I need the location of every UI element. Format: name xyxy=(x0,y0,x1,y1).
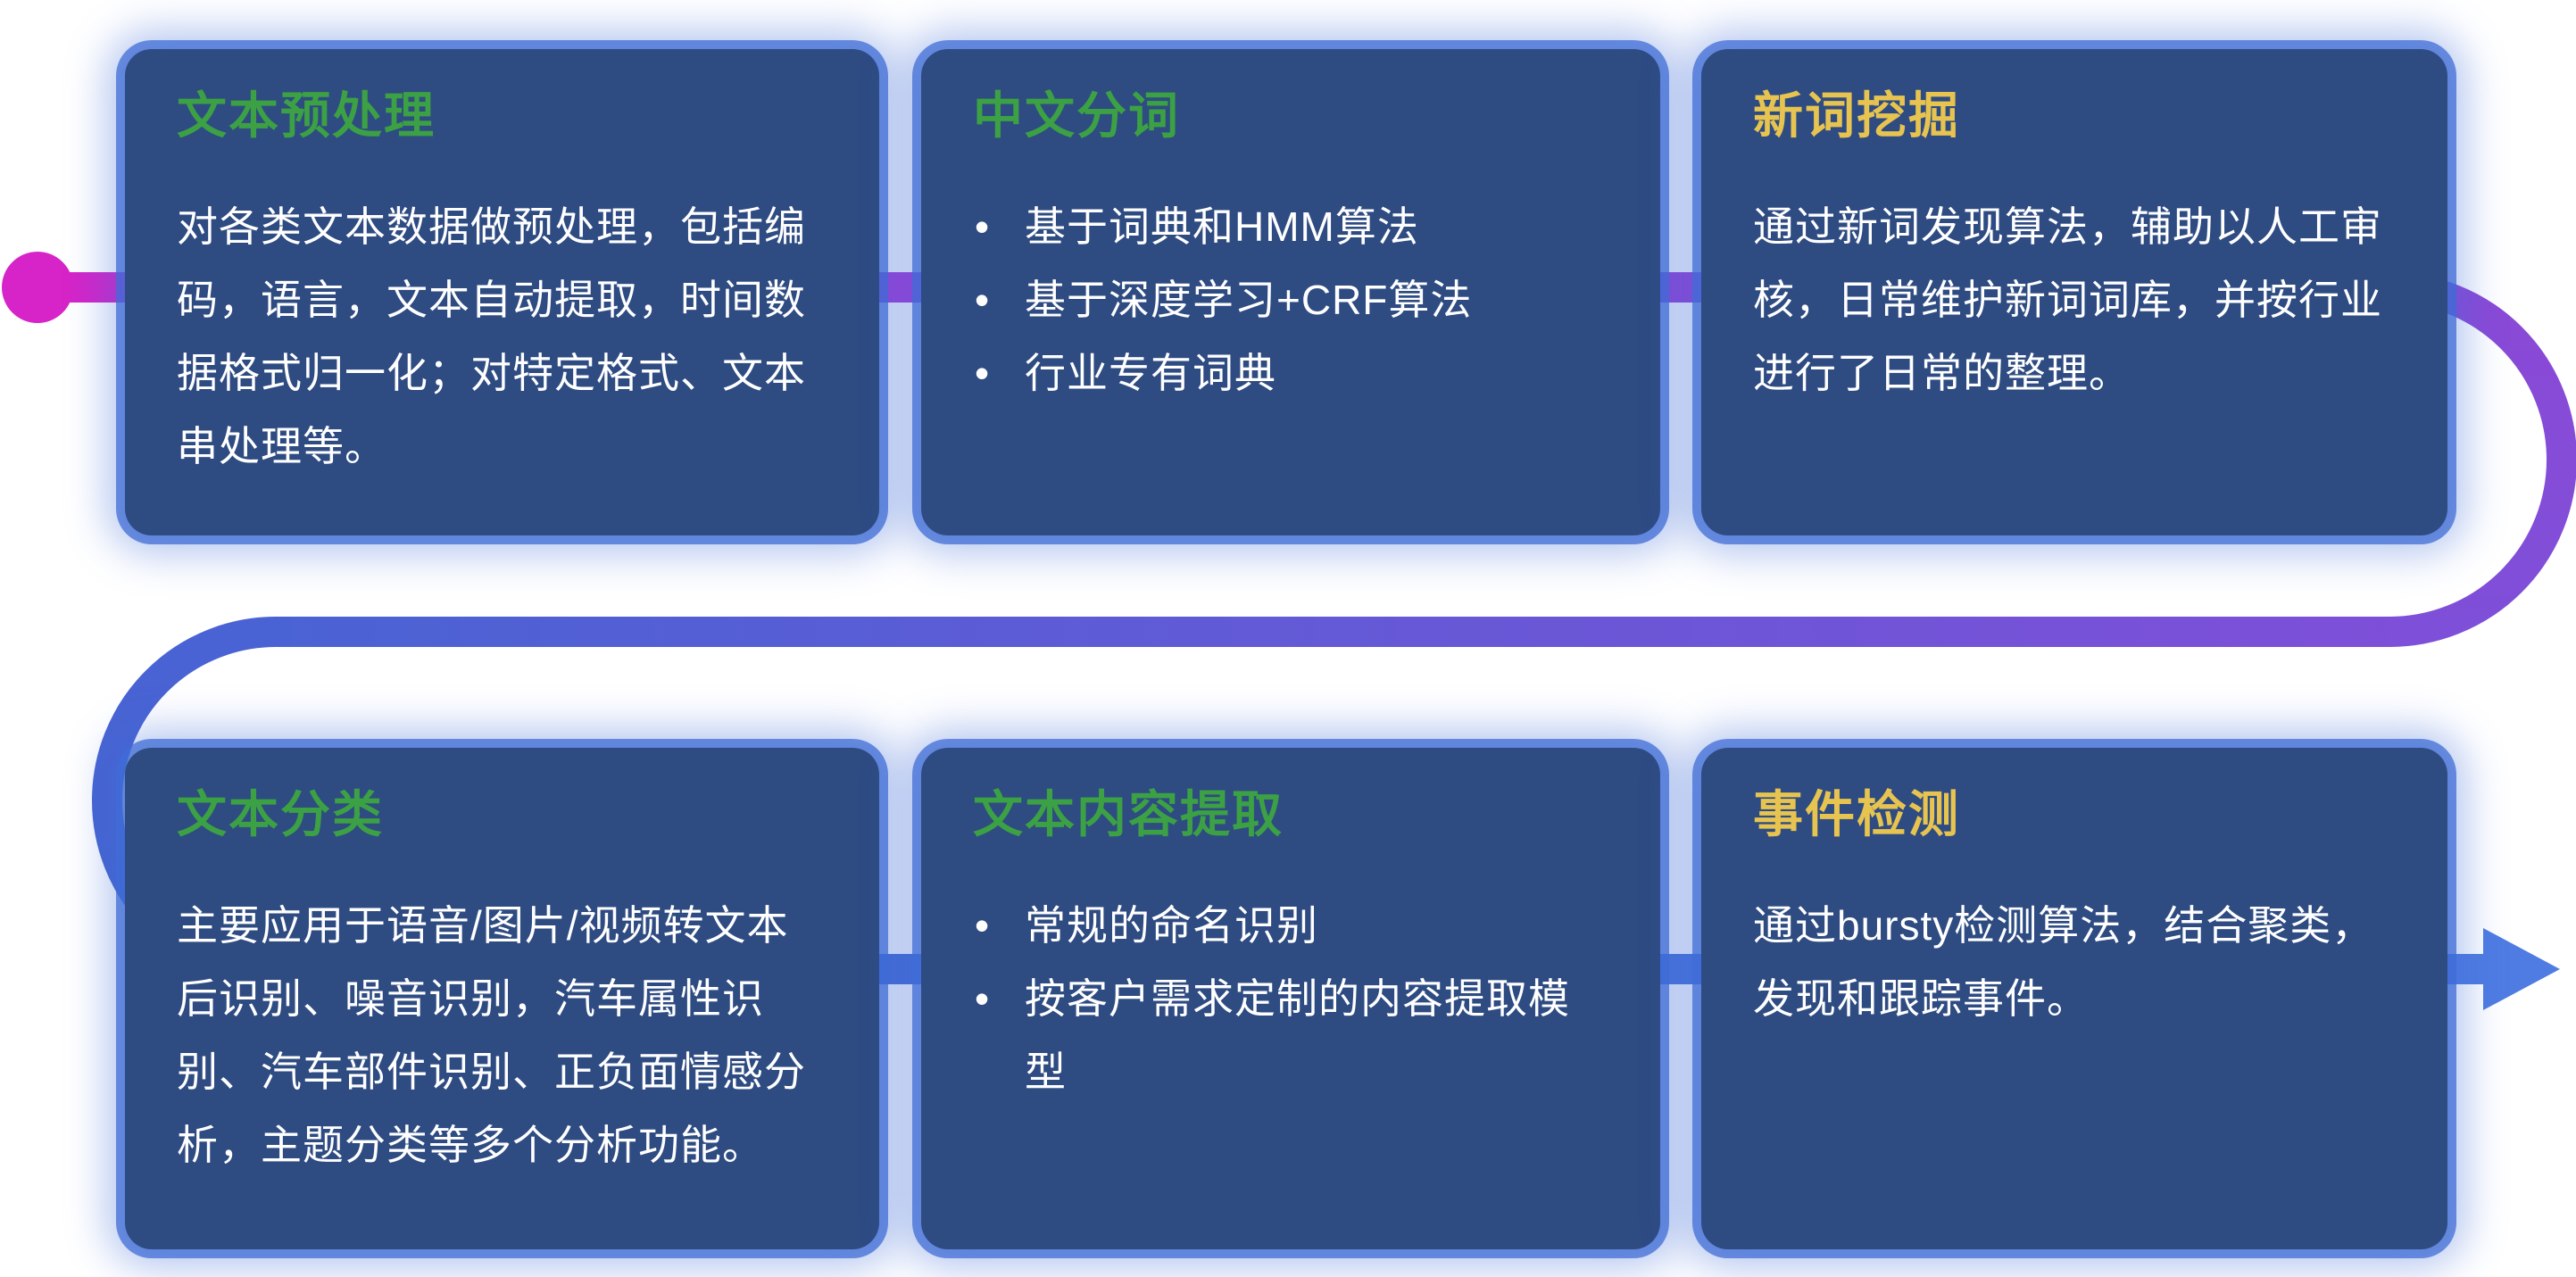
card-body: 通过新词发现算法，辅助以人工审核，日常维护新词词库，并按行业进行了日常的整理。 xyxy=(1753,203,2382,396)
list-item: 基于词典和HMM算法 xyxy=(973,190,1608,263)
list-item: 行业专有词典 xyxy=(973,336,1608,410)
card-bullet-list: 基于词典和HMM算法 基于深度学习+CRF算法 行业专有词典 xyxy=(973,190,1608,410)
card-title: 文本预处理 xyxy=(177,87,436,144)
card-event-detection: 事件检测 通过bursty检测算法，结合聚类，发现和跟踪事件。 xyxy=(1701,748,2447,1249)
list-item: 基于深度学习+CRF算法 xyxy=(973,263,1608,336)
list-item: 常规的命名识别 xyxy=(973,889,1608,962)
list-item: 按客户需求定制的内容提取模型 xyxy=(973,962,1608,1108)
card-body: 通过bursty检测算法，结合聚类，发现和跟踪事件。 xyxy=(1753,901,2374,1022)
card-text-content-extraction: 文本内容提取 常规的命名识别 按客户需求定制的内容提取模型 xyxy=(921,748,1660,1249)
card-body: 主要应用于语音/图片/视频转文本后识别、噪音识别，汽车属性识别、汽车部件识别、正… xyxy=(177,901,806,1168)
card-title: 新词挖掘 xyxy=(1753,87,1960,144)
card-title: 文本内容提取 xyxy=(973,786,1284,842)
card-body: 对各类文本数据做预处理，包括编码，语言，文本自动提取，时间数据格式归一化；对特定… xyxy=(177,203,806,469)
card-title: 事件检测 xyxy=(1753,786,1960,842)
card-text-classification: 文本分类 主要应用于语音/图片/视频转文本后识别、噪音识别，汽车属性识别、汽车部… xyxy=(125,748,879,1249)
card-title: 中文分词 xyxy=(973,87,1180,144)
card-bullet-list: 常规的命名识别 按客户需求定制的内容提取模型 xyxy=(973,889,1608,1108)
flow-start-dot-icon xyxy=(2,252,73,323)
card-new-word-mining: 新词挖掘 通过新词发现算法，辅助以人工审核，日常维护新词词库，并按行业进行了日常… xyxy=(1701,49,2447,535)
flow-path-right-turn xyxy=(2374,272,2576,647)
card-title: 文本分类 xyxy=(177,786,384,842)
flow-arrow-icon xyxy=(2483,928,2560,1010)
card-chinese-word-segmentation: 中文分词 基于词典和HMM算法 基于深度学习+CRF算法 行业专有词典 xyxy=(921,49,1660,535)
card-text-preprocessing: 文本预处理 对各类文本数据做预处理，包括编码，语言，文本自动提取，时间数据格式归… xyxy=(125,49,879,535)
